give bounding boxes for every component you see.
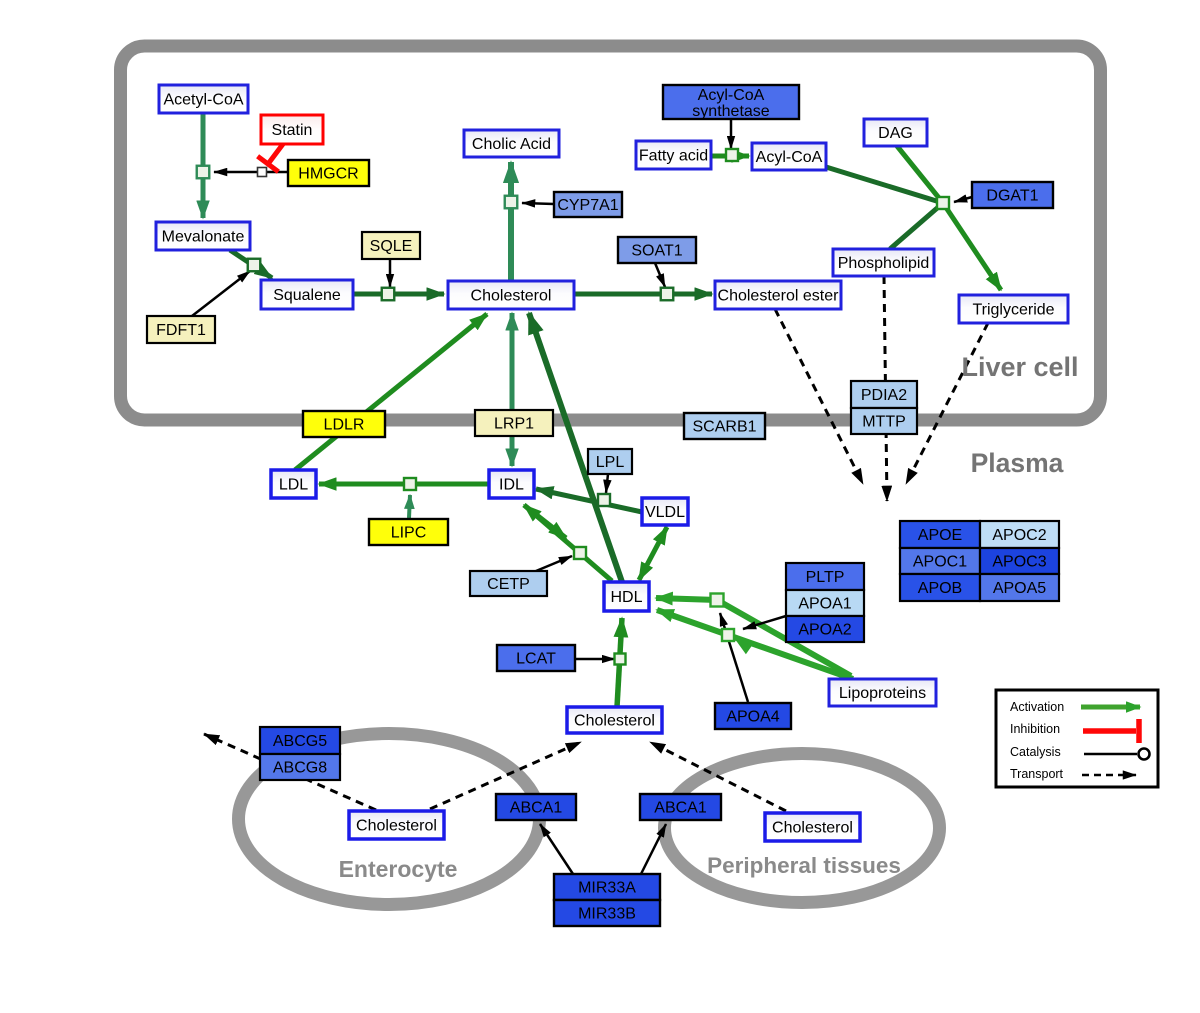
svg-text:APOA4: APOA4 [726,709,779,726]
svg-text:LRP1: LRP1 [494,416,534,433]
svg-text:APOA5: APOA5 [993,580,1046,597]
svg-text:Phospholipid: Phospholipid [838,255,930,272]
svg-text:Lipoproteins: Lipoproteins [839,685,926,702]
svg-text:APOA2: APOA2 [798,622,851,639]
svg-text:APOB: APOB [918,580,962,597]
svg-text:LIPC: LIPC [391,525,427,542]
svg-text:CETP: CETP [487,576,530,593]
svg-text:APOC3: APOC3 [992,554,1046,571]
svg-text:ABCG5: ABCG5 [273,733,327,750]
svg-text:Cholesterol ester: Cholesterol ester [718,288,840,305]
svg-text:Cholesterol: Cholesterol [471,288,552,305]
svg-text:Statin: Statin [272,122,313,139]
svg-text:Cholesterol: Cholesterol [356,818,437,835]
svg-text:ABCA1: ABCA1 [510,800,563,817]
svg-text:Enterocyte: Enterocyte [339,856,458,882]
svg-text:Cholesterol: Cholesterol [574,713,655,730]
svg-text:APOC2: APOC2 [992,527,1046,544]
svg-text:MTTP: MTTP [862,414,906,431]
svg-text:Cholic Acid: Cholic Acid [472,136,551,153]
svg-text:Plasma: Plasma [971,448,1064,478]
svg-text:Peripheral tissues: Peripheral tissues [707,853,901,878]
svg-text:LCAT: LCAT [516,651,556,668]
svg-text:SOAT1: SOAT1 [631,243,682,260]
svg-text:CYP7A1: CYP7A1 [557,197,618,214]
svg-text:FDFT1: FDFT1 [156,322,206,339]
svg-text:LDLR: LDLR [324,417,365,434]
svg-text:VLDL: VLDL [645,504,685,521]
svg-text:Mevalonate: Mevalonate [162,229,245,246]
svg-text:APOC1: APOC1 [913,554,967,571]
svg-text:Cholesterol: Cholesterol [772,820,853,837]
svg-text:APOE: APOE [918,527,962,544]
svg-text:HDL: HDL [610,589,642,606]
svg-text:Liver cell: Liver cell [961,352,1078,382]
svg-text:PLTP: PLTP [806,569,845,586]
svg-text:Fatty acid: Fatty acid [639,148,708,165]
svg-text:SCARB1: SCARB1 [692,419,756,436]
svg-text:Activation: Activation [1010,700,1064,714]
svg-text:MIR33A: MIR33A [578,880,636,897]
svg-text:APOA1: APOA1 [798,596,851,613]
svg-text:SQLE: SQLE [370,238,413,255]
svg-text:ABCG8: ABCG8 [273,760,327,777]
svg-text:Acyl-CoA: Acyl-CoA [698,87,765,104]
svg-text:ABCA1: ABCA1 [654,800,707,817]
svg-text:Catalysis: Catalysis [1010,745,1061,759]
svg-text:DGAT1: DGAT1 [986,188,1038,205]
svg-text:HMGCR: HMGCR [298,166,358,183]
svg-text:Inhibition: Inhibition [1010,722,1060,736]
svg-text:Acetyl-CoA: Acetyl-CoA [163,92,243,109]
svg-text:PDIA2: PDIA2 [861,387,907,404]
svg-text:IDL: IDL [499,477,524,494]
svg-text:Squalene: Squalene [273,287,341,304]
svg-text:DAG: DAG [878,125,913,142]
svg-text:Triglyceride: Triglyceride [972,302,1054,319]
svg-text:MIR33B: MIR33B [578,906,636,923]
svg-text:LPL: LPL [596,454,625,471]
svg-text:synthetase: synthetase [692,103,769,120]
svg-text:Transport: Transport [1010,767,1064,781]
svg-text:LDL: LDL [279,477,308,494]
svg-text:Acyl-CoA: Acyl-CoA [756,149,823,166]
